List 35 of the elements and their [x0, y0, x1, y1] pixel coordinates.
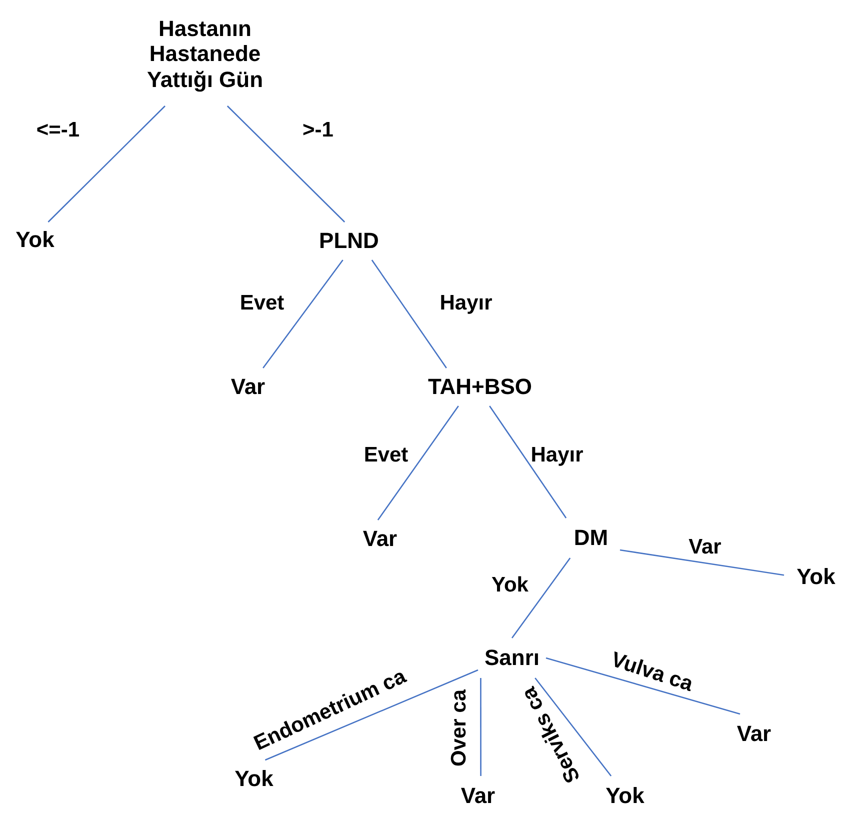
connector-line — [264, 669, 478, 761]
node-label: Var — [736, 721, 772, 747]
node-label: Var — [362, 526, 398, 552]
connector-line — [371, 260, 447, 368]
node-label: Yok — [606, 783, 644, 809]
node-label: Hastanın Hastanede Yattığı Gün — [146, 16, 264, 92]
connector-line — [620, 549, 784, 576]
edge-label: Over ca — [448, 689, 470, 767]
edge-label: Evet — [364, 444, 408, 466]
edge-label: Evet — [240, 292, 284, 314]
connector-line — [262, 260, 344, 368]
node-label: Yok — [234, 766, 274, 792]
edge-label: <=-1 — [36, 120, 80, 140]
edge-label: Hayır — [440, 292, 492, 314]
edge-label: Hayır — [530, 444, 584, 466]
edge-label: Var — [688, 536, 722, 558]
node-label: Yok — [16, 227, 54, 253]
connector-line — [48, 106, 166, 222]
node-label: Sanrı — [484, 645, 540, 671]
edge-label: Vulva ca — [608, 648, 696, 696]
node-label: TAH+BSO — [428, 374, 532, 400]
connector-line — [534, 678, 612, 776]
node-label: DM — [574, 525, 608, 551]
node-label: Var — [460, 783, 496, 809]
connector-line — [226, 106, 346, 222]
node-label: Yok — [796, 564, 836, 590]
connector-line — [511, 558, 571, 638]
node-label: Var — [230, 374, 266, 400]
connector-line — [480, 678, 482, 776]
connector-line — [377, 406, 459, 520]
edge-label: >-1 — [302, 120, 334, 140]
node-label: PLND — [319, 228, 379, 254]
connector-line — [546, 657, 740, 715]
edge-label: Yok — [492, 574, 528, 596]
connector-line — [489, 406, 567, 518]
